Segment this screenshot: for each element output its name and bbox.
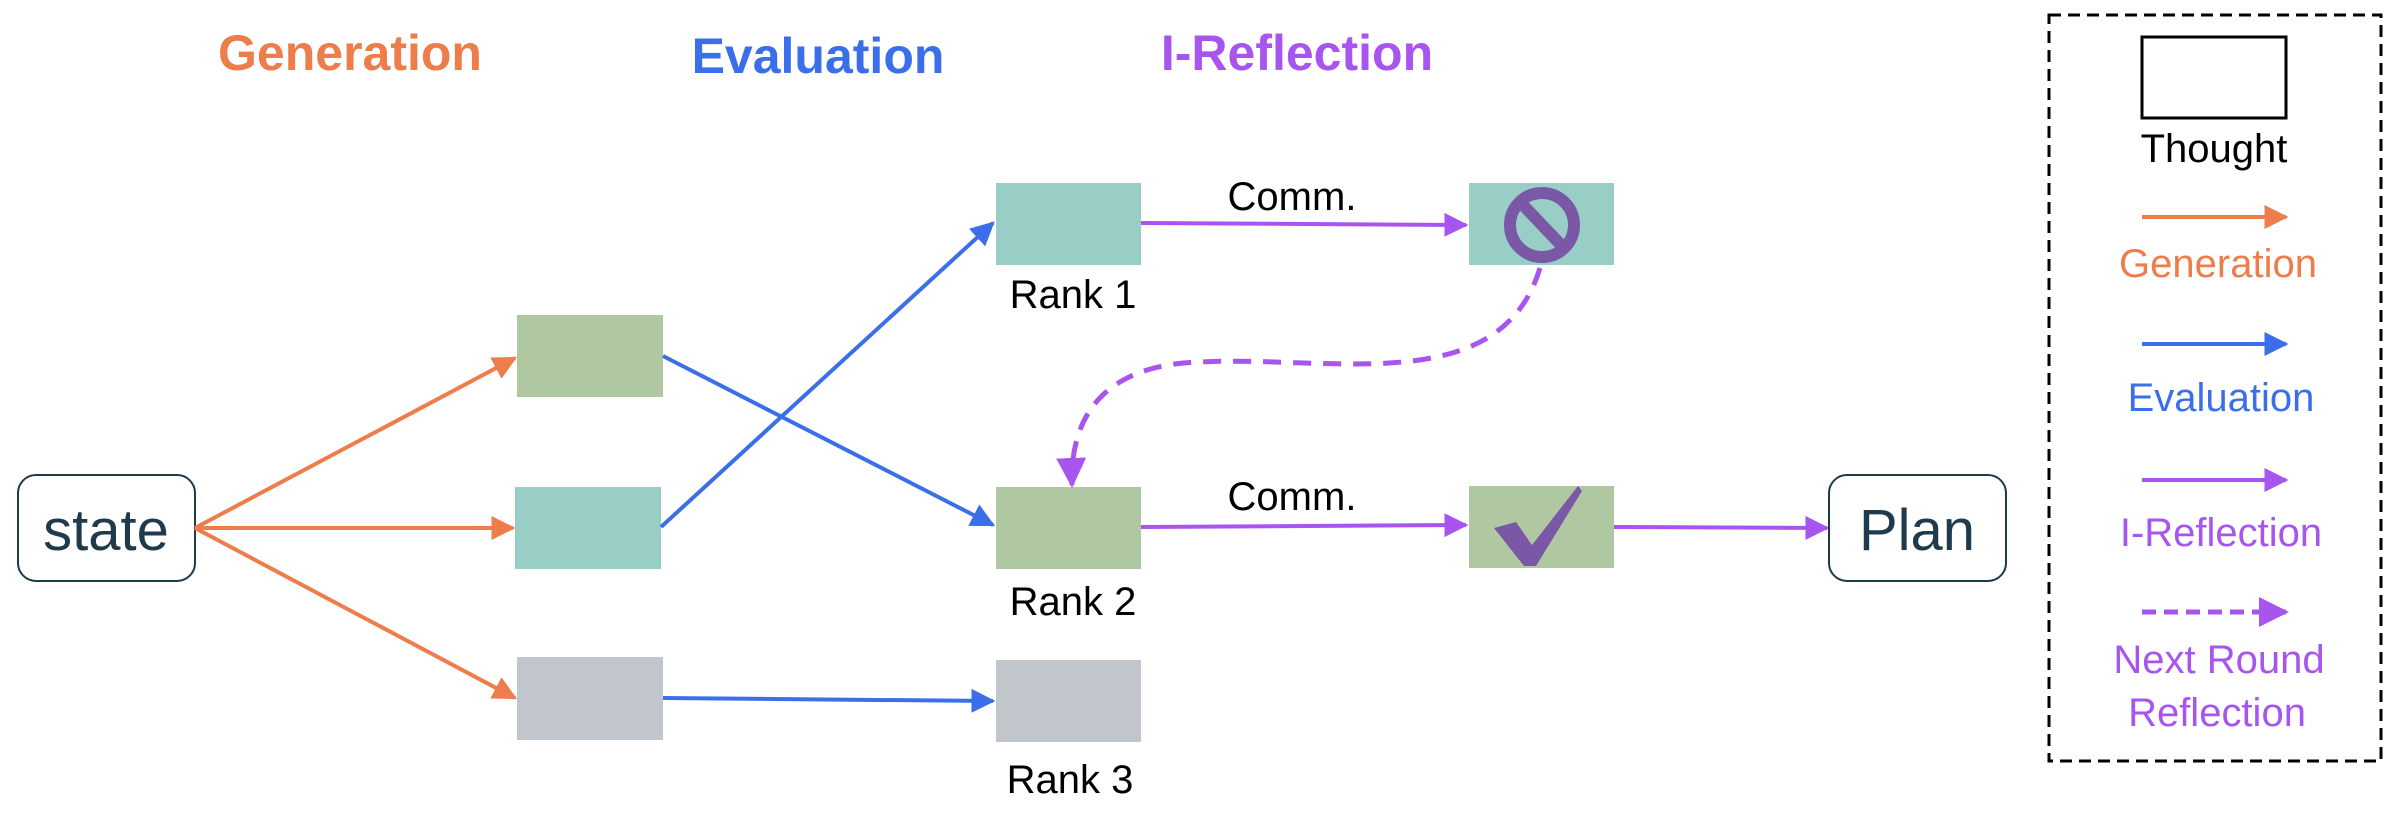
checkmark-icon [1494, 486, 1582, 566]
legend-next-round-label-line1: Next Round [2113, 638, 2324, 682]
plan-arrow [1613, 515, 1830, 540]
generation-arrow-bottom [194, 526, 518, 700]
header-evaluation: Evaluation [692, 28, 945, 84]
comm-label-bottom: Comm. [1228, 475, 1357, 519]
thought-gray [517, 657, 663, 740]
legend-thought-label: Thought [2141, 127, 2288, 171]
header-generation: Generation [218, 25, 482, 81]
prohibited-icon [1504, 187, 1580, 263]
legend-evaluation-label: Evaluation [2128, 376, 2315, 420]
rank1-thought [996, 183, 1141, 265]
comm-arrow-rank2 [1140, 513, 1469, 538]
rank2-thought [996, 487, 1141, 569]
rank1-label: Rank 1 [1010, 273, 1137, 317]
legend-next-round-label-line2: Reflection [2128, 691, 2306, 735]
generation-arrow-top [194, 356, 518, 530]
state-label: state [43, 498, 169, 563]
rank2-label: Rank 2 [1010, 580, 1137, 624]
thought-teal [515, 487, 661, 569]
header-i-reflection: I-Reflection [1161, 25, 1433, 81]
evaluation-arrow-teal-to-rank1 [659, 221, 995, 529]
plan-label: Plan [1859, 498, 1975, 563]
legend-i-reflection-label: I-Reflection [2120, 511, 2322, 555]
legend-border [2047, 13, 2383, 763]
comm-label-top: Comm. [1228, 175, 1357, 219]
legend-generation-label: Generation [2119, 242, 2317, 286]
legend: Thought Generation Evaluation I-Reflecti… [2047, 13, 2383, 763]
thought-green [517, 315, 663, 397]
legend-thought-box [2140, 35, 2288, 120]
rank3-label: Rank 3 [1007, 758, 1134, 802]
plan-node [1828, 474, 2007, 582]
comm-arrow-rank1 [1140, 212, 1469, 237]
evaluation-arrow-green-to-rank2 [662, 354, 996, 527]
rank3-thought [996, 660, 1141, 742]
evaluation-arrow-gray-to-rank3 [662, 688, 996, 713]
next-round-reflection-arrow [1056, 267, 1543, 488]
